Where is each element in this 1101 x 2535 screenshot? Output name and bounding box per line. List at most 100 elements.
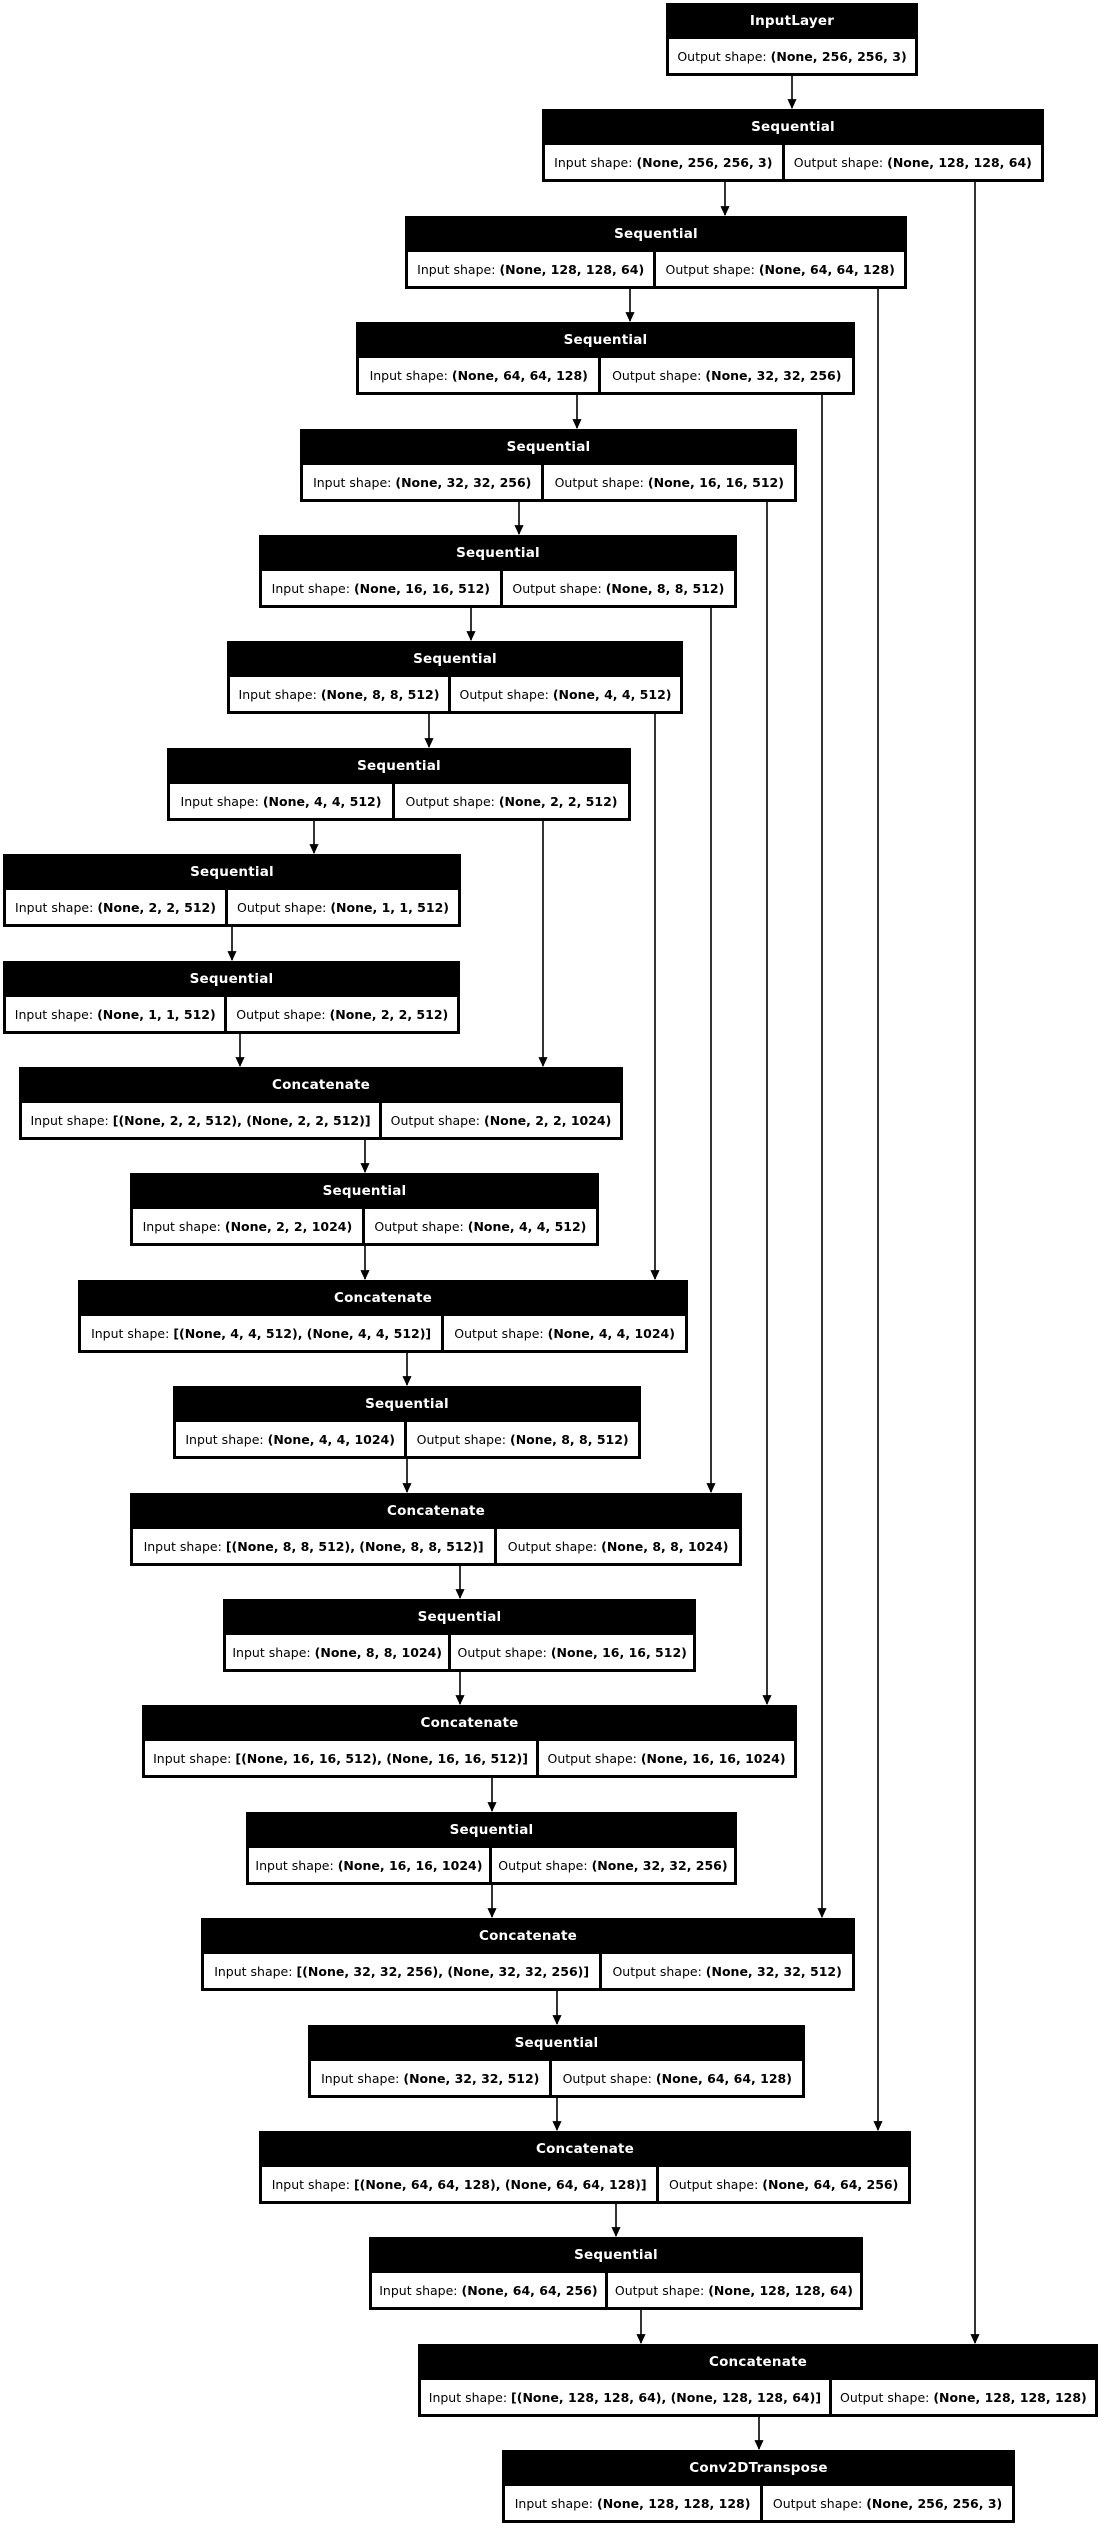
output-shape-value: (None, 16, 16, 1024) bbox=[640, 1750, 786, 1766]
output-shape-label: Output shape: bbox=[668, 2176, 759, 2192]
layer-node-shapes-row: Input shape: (None, 2, 2, 512) Output sha… bbox=[6, 890, 459, 924]
input-shape-cell: Input shape: (None, 8, 8, 1024) bbox=[226, 1635, 449, 1669]
output-shape-label: Output shape: bbox=[772, 2495, 863, 2511]
output-shape-cell: Output shape: (None, 4, 4, 512) bbox=[364, 1209, 596, 1243]
input-shape-value: (None, 8, 8, 1024) bbox=[314, 1644, 442, 1660]
output-shape-label: Output shape: bbox=[457, 1644, 547, 1660]
input-shape-label: Input shape: bbox=[238, 686, 317, 702]
output-shape-cell: Output shape: (None, 64, 64, 128) bbox=[656, 252, 905, 286]
layer-node-shapes-row: Input shape: (None, 32, 32, 256)Output s… bbox=[303, 465, 795, 499]
output-shape-label: Output shape: bbox=[614, 2282, 705, 2298]
layer-node-shapes-row: Input shape: [(None, 4, 4, 512), (None, … bbox=[81, 1316, 686, 1350]
input-shape-value: (None, 4, 4, 512) bbox=[262, 793, 382, 809]
input-shape-cell: Input shape: (None, 128, 128, 64) bbox=[408, 252, 654, 286]
input-shape-label: Input shape: bbox=[271, 580, 350, 596]
output-shape-label: Output shape: bbox=[416, 1431, 506, 1447]
input-shape-value: (None, 64, 64, 256) bbox=[461, 2282, 598, 2298]
input-shape-value: (None, 2, 2, 512) bbox=[97, 899, 216, 915]
layer-node-shapes-row: Output shape: (None, 256, 256, 3) bbox=[669, 39, 915, 73]
input-shape-cell: Input shape: (None, 16, 16, 512) bbox=[262, 571, 500, 605]
layer-node-shapes-row: Input shape: (None, 128, 128, 128)Output… bbox=[505, 2486, 1012, 2520]
output-shape-label: Output shape: bbox=[793, 154, 884, 170]
input-shape-value: [(None, 16, 16, 512), (None, 16, 16, 512… bbox=[235, 1750, 528, 1766]
layer-node-shapes-row: Input shape: (None, 256, 256, 3) Output s… bbox=[545, 145, 1042, 179]
output-shape-value: (None, 32, 32, 256) bbox=[591, 1857, 728, 1873]
input-shape-cell: Input shape: (None, 256, 256, 3) bbox=[545, 145, 782, 179]
output-shape-label: Output shape: bbox=[665, 261, 755, 277]
output-shape-value: (None, 256, 256, 3) bbox=[770, 48, 907, 64]
input-shape-cell: Input shape: (None, 64, 64, 256) bbox=[372, 2273, 605, 2307]
layer-node-title: Concatenate bbox=[708, 2354, 808, 2370]
input-shape-cell: Input shape: [(None, 16, 16, 512), (None… bbox=[145, 1741, 537, 1775]
input-shape-value: [(None, 2, 2, 512), (None, 2, 2, 512)] bbox=[112, 1112, 371, 1128]
input-shape-cell: Input shape: (None, 4, 4, 512) bbox=[170, 784, 392, 818]
output-shape-value: (None, 8, 8, 1024) bbox=[601, 1538, 729, 1554]
output-shape-value: (None, 8, 8, 512) bbox=[605, 580, 725, 596]
input-shape-cell: Input shape: (None, 64, 64, 128) bbox=[359, 358, 599, 392]
layer-node-shapes-row: Input shape: (None, 8, 8, 1024)Output sh… bbox=[226, 1635, 693, 1669]
input-shape-value: [(None, 128, 128, 64), (None, 128, 128, … bbox=[511, 2389, 822, 2405]
output-shape-cell: Output shape: (None, 2, 2, 512) bbox=[394, 784, 629, 818]
output-shape-label: Output shape: bbox=[512, 580, 602, 596]
output-shape-label: Output shape: bbox=[612, 1963, 702, 1979]
output-shape-cell: Output shape: (None, 2, 2, 512) bbox=[227, 997, 457, 1031]
output-shape-cell: Output shape: (None, 256, 256, 3) bbox=[763, 2486, 1012, 2520]
output-shape-value: (None, 32, 32, 256) bbox=[705, 367, 842, 383]
output-shape-value: (None, 64, 64, 128) bbox=[655, 2070, 792, 2086]
layer-node-title: Sequential bbox=[413, 651, 497, 667]
layer-node-shapes-row: Input shape: (None, 4, 4, 512)Output sha… bbox=[170, 784, 629, 818]
layer-node-title: Sequential bbox=[751, 119, 835, 135]
input-shape-label: Input shape: bbox=[91, 1325, 170, 1341]
layer-node-title: InputLayer bbox=[749, 13, 835, 29]
input-shape-value: [(None, 4, 4, 512), (None, 4, 4, 512)] bbox=[173, 1325, 432, 1341]
output-shape-cell: Output shape: (None, 32, 32, 512) bbox=[602, 1954, 853, 1988]
layer-node-title: Concatenate bbox=[478, 1928, 578, 1944]
layer-node-title: Concatenate bbox=[386, 1503, 486, 1519]
output-shape-label: Output shape: bbox=[405, 793, 495, 809]
output-shape-value: (None, 2, 2, 512) bbox=[329, 1006, 449, 1022]
layer-node-title: Sequential bbox=[417, 1609, 502, 1625]
output-shape-label: Output shape: bbox=[677, 48, 767, 64]
input-shape-cell: Input shape: [(None, 2, 2, 512), (None, … bbox=[22, 1103, 380, 1137]
input-shape-label: Input shape: bbox=[369, 367, 448, 383]
output-shape-cell: Output shape: (None, 16, 16, 512) bbox=[451, 1635, 693, 1669]
output-shape-label: Output shape: bbox=[237, 899, 327, 915]
output-shape-value: (None, 1, 1, 512) bbox=[330, 899, 449, 915]
output-shape-cell: Output shape: (None, 32, 32, 256) bbox=[491, 1848, 734, 1882]
output-shape-value: (None, 2, 2, 512) bbox=[498, 793, 618, 809]
input-shape-label: Input shape: bbox=[153, 1750, 232, 1766]
input-shape-cell: Input shape: [(None, 64, 64, 128), (None… bbox=[262, 2167, 657, 2201]
layer-node-title: Sequential bbox=[365, 1396, 449, 1412]
layer-node-shapes-row: Input shape: (None, 64, 64, 128)Output s… bbox=[359, 358, 853, 392]
output-shape-cell: Output shape: (None, 64, 64, 128) bbox=[552, 2061, 803, 2095]
output-shape-value: (None, 4, 4, 1024) bbox=[547, 1325, 675, 1341]
input-shape-value: (None, 16, 16, 512) bbox=[353, 580, 490, 596]
layer-node-shapes-row: Input shape: [(None, 16, 16, 512), (None… bbox=[145, 1741, 794, 1775]
layer-node-title: Sequential bbox=[614, 226, 698, 242]
input-shape-label: Input shape: bbox=[514, 2495, 593, 2511]
input-shape-cell: Input shape: (None, 2, 2, 512) bbox=[6, 890, 225, 924]
output-shape-value: (None, 128, 128, 64) bbox=[708, 2282, 853, 2298]
output-shape-value: (None, 128, 128, 128) bbox=[933, 2389, 1087, 2405]
output-shape-cell: Output shape: (None, 128, 128, 64) bbox=[607, 2273, 860, 2307]
input-shape-value: (None, 2, 2, 1024) bbox=[224, 1218, 353, 1234]
input-shape-cell: Input shape: (None, 16, 16, 1024) bbox=[249, 1848, 489, 1882]
output-shape-label: Output shape: bbox=[562, 2070, 652, 2086]
input-shape-cell: Input shape: (None, 8, 8, 512) bbox=[230, 677, 448, 711]
